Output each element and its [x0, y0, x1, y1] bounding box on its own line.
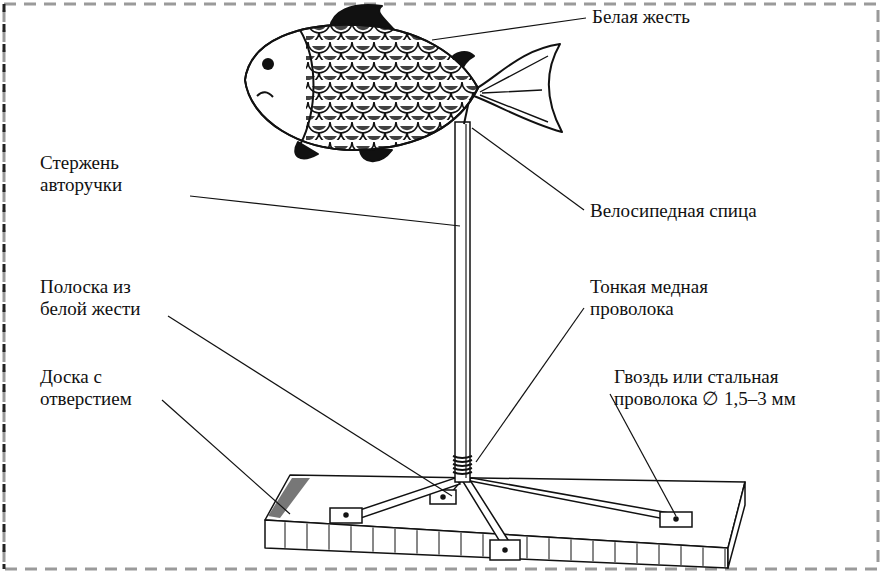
pen-refill-rod — [455, 122, 470, 482]
part-label: Велосипедная спица — [590, 200, 810, 222]
part-label: Стержень авторучки — [40, 152, 152, 196]
tin-strips — [330, 478, 692, 560]
copper-wire — [453, 456, 472, 474]
frame — [4, 4, 878, 569]
board — [265, 475, 745, 568]
frame-edge — [3, 4, 6, 569]
leader-lines — [162, 18, 676, 516]
part-label: Полоска из белой жести — [40, 276, 164, 320]
part-label: Тонкая медная проволока — [590, 276, 740, 320]
part-label: Гвоздь или стальная проволока ∅ 1,5–3 мм — [614, 366, 834, 410]
part-label: Доска с отверстием — [40, 366, 158, 410]
part-label: Белая жесть — [592, 6, 792, 28]
